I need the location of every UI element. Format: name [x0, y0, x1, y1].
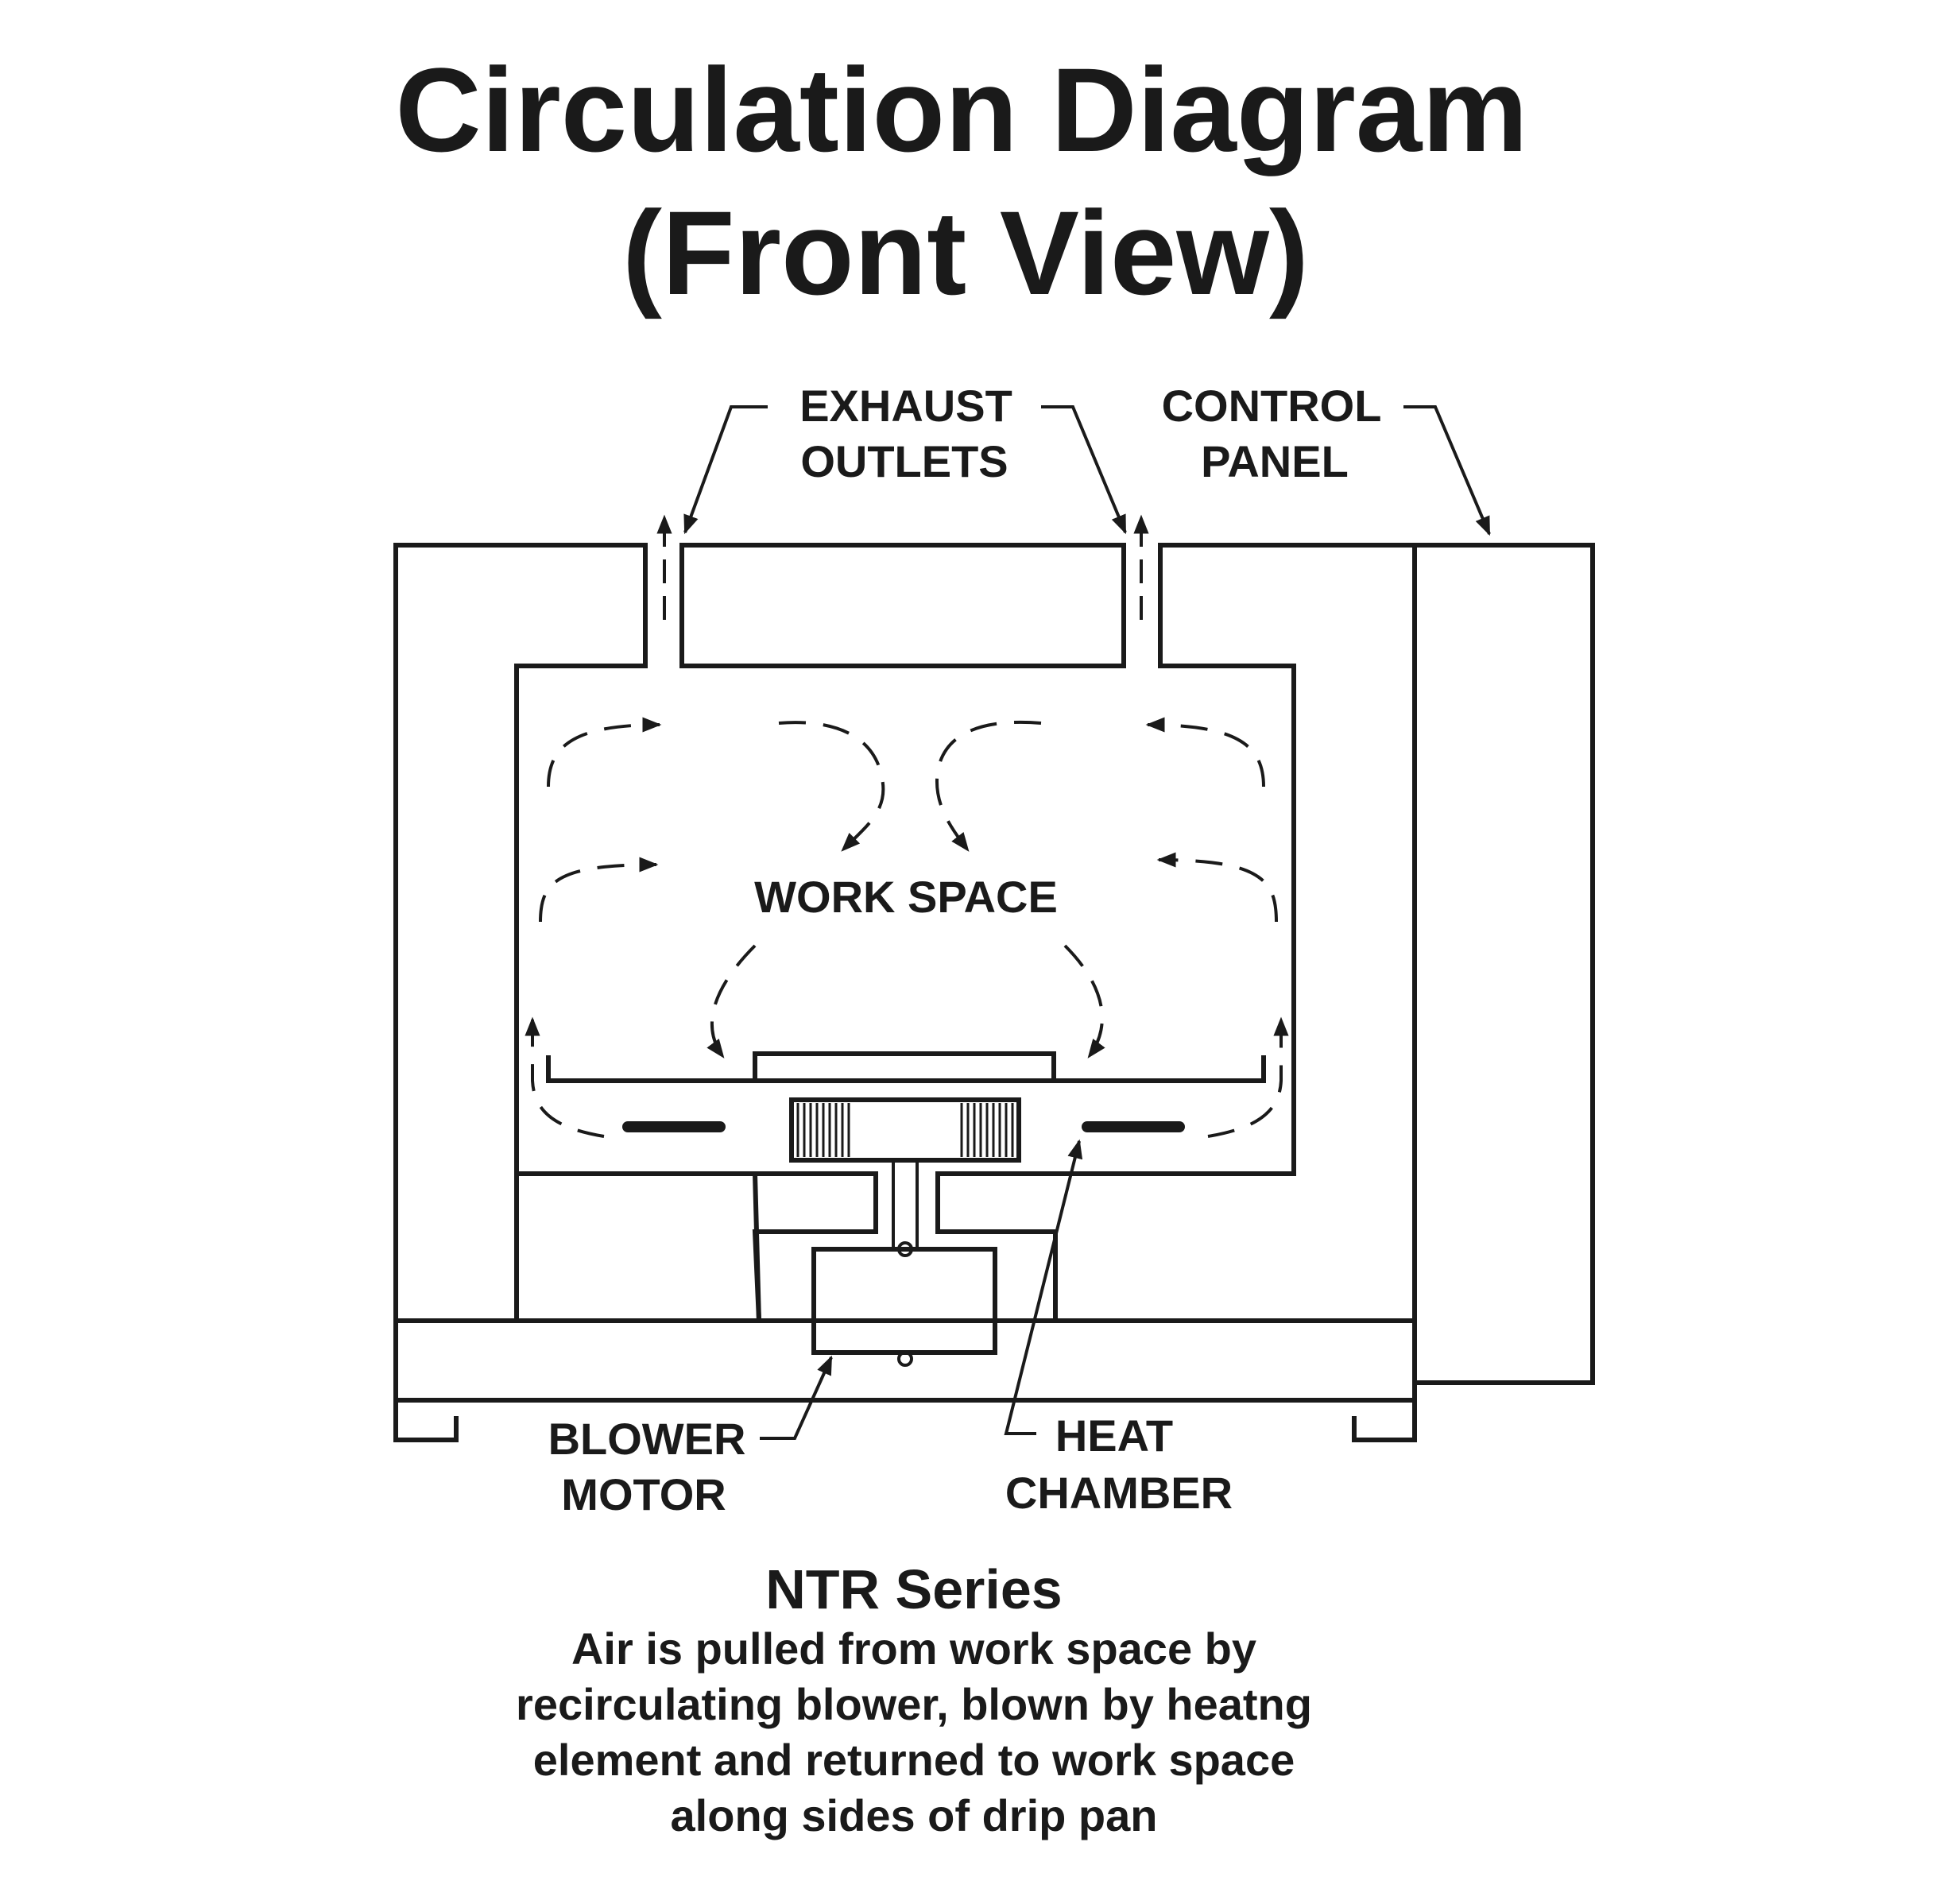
circulation-airflow: [525, 717, 1289, 1138]
exhaust-outlets-label-line-2: OUTLETS: [800, 436, 1008, 486]
exhaust-airflow: [656, 514, 1149, 620]
blower-wheel: [789, 1097, 1021, 1163]
diagram-title-line-2: (Front View): [622, 186, 1309, 319]
control-panel-label-line-2: PANEL: [1201, 436, 1349, 486]
control-panel-box: [1412, 543, 1595, 1385]
blower-motor-box: [811, 1247, 997, 1355]
exhaust-outlets-label-line-1: EXHAUST: [799, 381, 1012, 431]
insulation-right-wall: [935, 543, 1417, 1323]
work-space-label: WORK SPACE: [754, 872, 1058, 922]
leader-lines: [683, 405, 1491, 1440]
caption-line-2: recirculating blower, blown by heatng: [516, 1679, 1312, 1729]
blower-inlet-plate: [753, 1051, 1056, 1083]
insulation-top-center: [679, 543, 1126, 668]
foot-left: [393, 1400, 459, 1442]
series-title: NTR Series: [765, 1558, 1062, 1620]
heat-chamber-label-line-2: CHAMBER: [1005, 1468, 1233, 1518]
caption-line-1: Air is pulled from work space by: [571, 1623, 1256, 1674]
caption-line-4: along sides of drip pan: [671, 1790, 1158, 1840]
drip-pan-assembly: [546, 1051, 1266, 1367]
insulation-left-wall: [393, 543, 762, 1323]
diagram-title-line-1: Circulation Diagram: [395, 43, 1527, 176]
oven-cabinet: [393, 543, 1595, 1442]
drip-pan: [546, 1055, 1266, 1083]
blower-motor-label-line-2: MOTOR: [561, 1469, 726, 1519]
foot-right: [1352, 1400, 1417, 1442]
control-panel-label-line-1: CONTROL: [1162, 381, 1382, 431]
caption-line-3: element and returned to work space: [533, 1735, 1295, 1785]
blower-motor-label-line-1: BLOWER: [548, 1414, 746, 1464]
heat-chamber-label-line-1: HEAT: [1055, 1411, 1173, 1461]
cabinet-base: [393, 1318, 1417, 1403]
